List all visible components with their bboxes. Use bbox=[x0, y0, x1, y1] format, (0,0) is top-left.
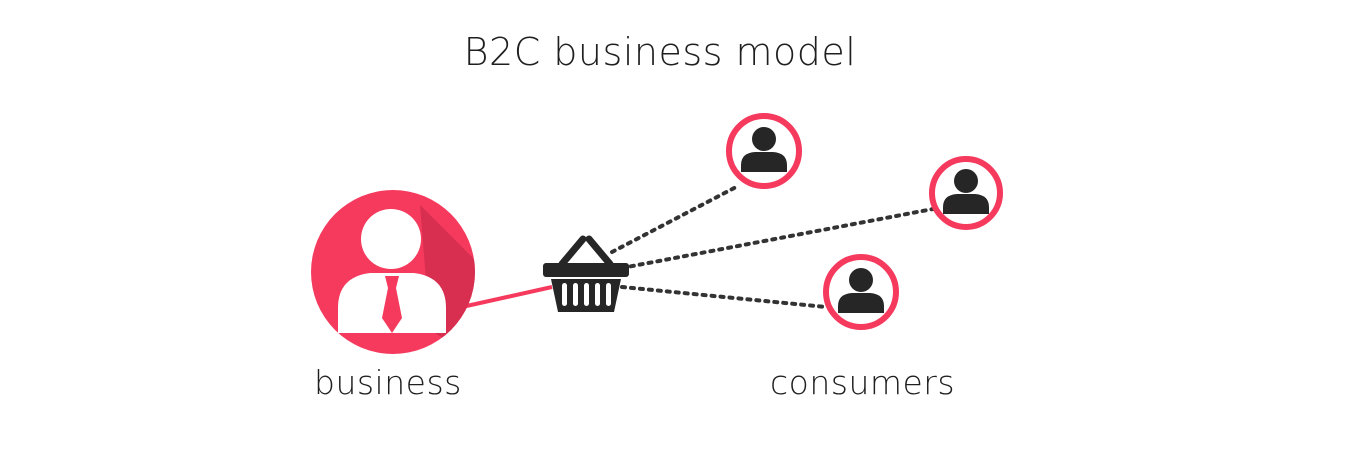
diagram-title: B2C business model bbox=[463, 30, 857, 74]
consumer-3-user-icon bbox=[823, 254, 899, 330]
connectors bbox=[461, 184, 935, 309]
basket-to-consumer-2-line bbox=[620, 207, 935, 270]
basket-to-consumer-1-line bbox=[610, 184, 740, 254]
businessman-icon bbox=[311, 190, 475, 354]
basket-to-consumer-3-line bbox=[620, 285, 828, 309]
business-label: business bbox=[314, 363, 462, 402]
consumer-2-user-icon bbox=[929, 156, 1003, 230]
business-to-basket-line bbox=[461, 285, 553, 309]
shopping-basket-icon bbox=[543, 235, 629, 312]
consumers-label: consumers bbox=[770, 363, 956, 402]
consumer-1-user-icon bbox=[726, 113, 802, 189]
